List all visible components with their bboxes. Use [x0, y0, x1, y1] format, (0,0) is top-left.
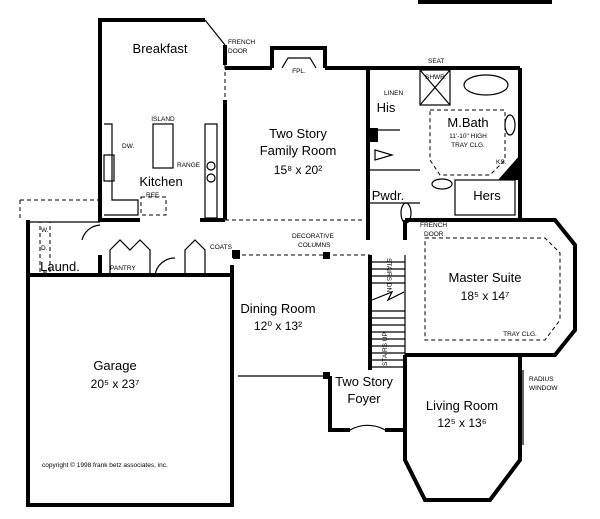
room-label-foyer-1: Two Story: [335, 374, 393, 389]
stairs: [368, 255, 406, 370]
fireplace-label: FPL.: [292, 68, 306, 75]
radius-window-label-a: RADIUS: [529, 376, 554, 383]
room-label-living: Living Room: [426, 398, 498, 413]
room-label-family-1: Two Story: [269, 126, 327, 141]
dryer-label: D.: [41, 245, 48, 252]
room-label-laundry: Laund.: [40, 259, 80, 274]
french-door-label-1a: FRENCH: [228, 39, 255, 46]
mbath-note-2: TRAY CLG.: [451, 142, 485, 149]
kitchen-walls: [19, 18, 227, 222]
copyright-notice: copyright © 1998 frank betz associates, …: [42, 461, 168, 469]
room-label-family-2: Family Room: [260, 143, 337, 158]
french-door-label-1b: DOOR: [228, 48, 248, 55]
room-label-garage: Garage: [93, 358, 136, 373]
mbath-note-1: 11'-10" HIGH: [449, 133, 487, 140]
bath-walls: [366, 68, 522, 240]
room-label-hers: Hers: [473, 188, 501, 203]
decorative-columns-label-a: DECORATIVE: [292, 233, 334, 240]
stairs-down-label: STAIRS DN: [385, 258, 392, 292]
ks-label: KS.: [496, 159, 507, 166]
family-room-walls: [225, 46, 520, 221]
room-dims-dining: 12⁰ x 13²: [254, 319, 302, 333]
pantry-label: PANTRY: [110, 265, 136, 272]
garage-walls: [26, 220, 240, 507]
coats-label: COATS: [210, 244, 233, 251]
range-label: RANGE: [177, 162, 201, 169]
seat-label: SEAT: [428, 58, 445, 65]
room-dims-garage: 20⁵ x 23⁷: [91, 377, 140, 391]
shower-label: SHWR.: [425, 74, 447, 81]
dining-foyer-walls: [233, 252, 405, 432]
room-label-breakfast: Breakfast: [133, 41, 188, 56]
room-dims-family: 15⁸ x 20²: [274, 163, 322, 177]
linen-label: LINEN: [384, 90, 403, 97]
stairs-up-label: STAIRS UP: [382, 332, 389, 366]
island: [152, 123, 174, 169]
decorative-columns-label-b: COLUMNS: [298, 242, 331, 249]
french-door-label-2a: FRENCH: [420, 222, 447, 229]
room-label-kitchen: Kitchen: [139, 174, 182, 189]
room-label-dining: Dining Room: [240, 301, 315, 316]
room-label-foyer-2: Foyer: [347, 391, 381, 406]
room-label-powder: Pwdr.: [372, 188, 405, 203]
room-label-his: His: [377, 100, 396, 115]
master-suite-walls: [403, 218, 577, 357]
radius-window-label-b: WINDOW: [529, 385, 558, 392]
room-dims-master: 18⁵ x 14⁷: [461, 289, 510, 303]
dishwasher-label: DW.: [122, 143, 134, 150]
french-door-label-2b: DOOR: [424, 231, 444, 238]
room-dims-living: 12⁵ x 13⁶: [437, 416, 486, 430]
washer-label: W.: [41, 227, 49, 234]
room-label-master: Master Suite: [449, 270, 522, 285]
room-label-mbath: M.Bath: [447, 115, 488, 130]
master-note: TRAY CLG.: [503, 331, 537, 338]
refrigerator-label: REF.: [146, 192, 160, 199]
island-label: ISLAND: [151, 116, 175, 123]
